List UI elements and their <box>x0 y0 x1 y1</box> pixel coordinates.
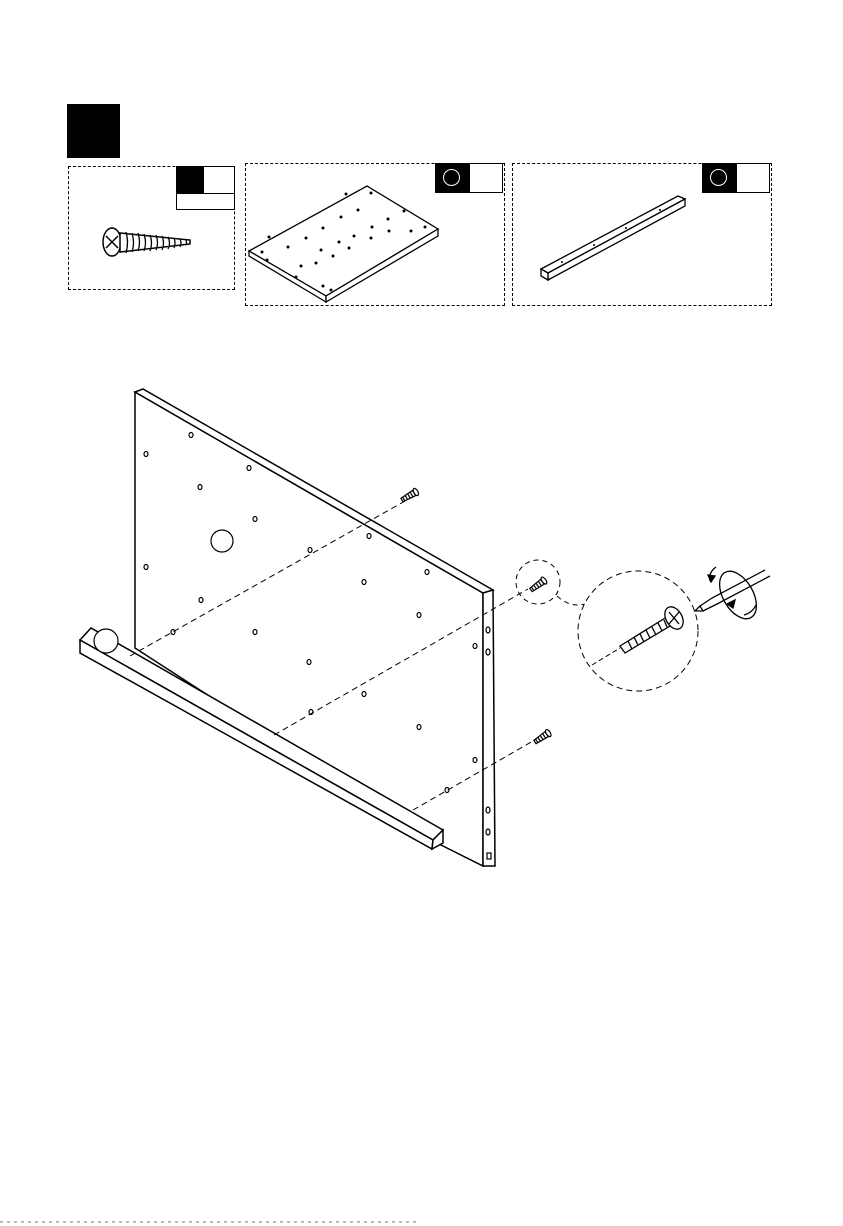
detail-magnified-circle <box>578 571 698 691</box>
screw-icon <box>400 488 420 504</box>
rail-icon <box>541 196 685 280</box>
detail-connector <box>557 596 585 605</box>
screwdriver-icon <box>695 565 770 625</box>
panel-part-label <box>211 530 233 552</box>
screw-icon <box>529 576 548 593</box>
rail-part-label <box>94 629 118 653</box>
page-footer-strip <box>0 1218 843 1226</box>
screw-icon <box>533 729 552 746</box>
panel-icon <box>249 186 438 302</box>
